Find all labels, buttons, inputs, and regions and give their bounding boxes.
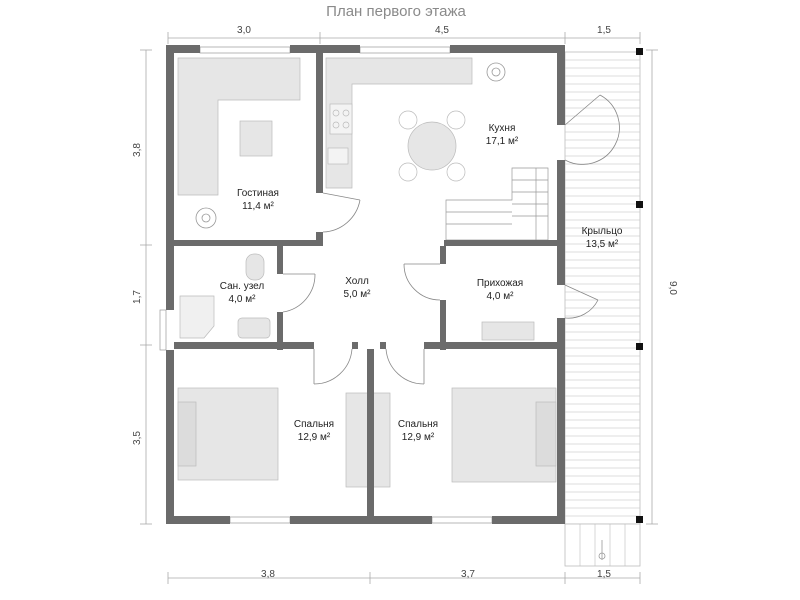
stove xyxy=(329,103,353,135)
dim-bottom-2: 3,7 xyxy=(461,569,475,580)
coffee-table xyxy=(239,120,273,157)
dim-top-1: 3,0 xyxy=(237,25,251,36)
dining-table xyxy=(407,121,457,171)
room-area-porch: 13,5 м² xyxy=(586,239,619,250)
plant-icon xyxy=(195,62,506,229)
room-area-bathroom: 4,0 м² xyxy=(229,294,257,305)
dim-bottom-3: 1,5 xyxy=(597,569,611,580)
shoe-cabinet xyxy=(481,321,535,341)
dim-top-2: 4,5 xyxy=(435,25,449,36)
corner-sofa xyxy=(177,57,301,196)
room-name-kitchen: Кухня xyxy=(489,123,516,134)
dim-left-2: 1,7 xyxy=(132,290,143,304)
dim-top-3: 1,5 xyxy=(597,25,611,36)
dim-left-1: 3,8 xyxy=(132,143,143,157)
walls xyxy=(166,45,565,524)
room-area-kitchen: 17,1 м² xyxy=(486,136,519,147)
dimension-lines xyxy=(140,32,658,584)
doors xyxy=(282,94,620,385)
furniture xyxy=(177,57,557,488)
room-name-bedroom-left: Спальня xyxy=(294,419,334,430)
room-name-hall: Холл xyxy=(345,276,369,287)
room-area-hall: 5,0 м² xyxy=(344,289,372,300)
room-area-bedroom-right: 12,9 м² xyxy=(402,432,435,443)
room-name-entrance: Прихожая xyxy=(477,278,523,289)
dim-left-3: 3,5 xyxy=(132,431,143,445)
porch-post xyxy=(636,48,643,55)
dim-right-1: 9,0 xyxy=(667,281,678,295)
room-name-bathroom: Сан. узел xyxy=(220,281,265,292)
kitchen-counter xyxy=(325,57,473,189)
room-name-living: Гостиная xyxy=(237,188,279,199)
room-name-bedroom-right: Спальня xyxy=(398,419,438,430)
plan-title: План первого этажа xyxy=(326,3,466,20)
shower xyxy=(179,295,215,339)
room-name-porch: Крыльцо xyxy=(582,226,623,237)
porch-steps xyxy=(564,523,641,567)
room-labels: Кухня 17,1 м² Гостиная 11,4 м² Крыльцо 1… xyxy=(220,123,623,443)
dim-bottom-1: 3,8 xyxy=(261,569,275,580)
porch-deck xyxy=(564,48,643,567)
washbasin xyxy=(237,317,271,339)
porch-post xyxy=(636,516,643,523)
sink xyxy=(327,147,349,165)
toilet xyxy=(245,253,265,281)
porch-post xyxy=(636,343,643,350)
dimension-labels: 3,0 4,5 1,5 3,8 3,7 1,5 3,8 1,7 3,5 9,0 xyxy=(132,25,678,580)
room-area-bedroom-left: 12,9 м² xyxy=(298,432,331,443)
room-area-entrance: 4,0 м² xyxy=(487,291,515,302)
stairs xyxy=(445,167,549,241)
room-area-living: 11,4 м² xyxy=(242,201,274,212)
porch-post xyxy=(636,201,643,208)
